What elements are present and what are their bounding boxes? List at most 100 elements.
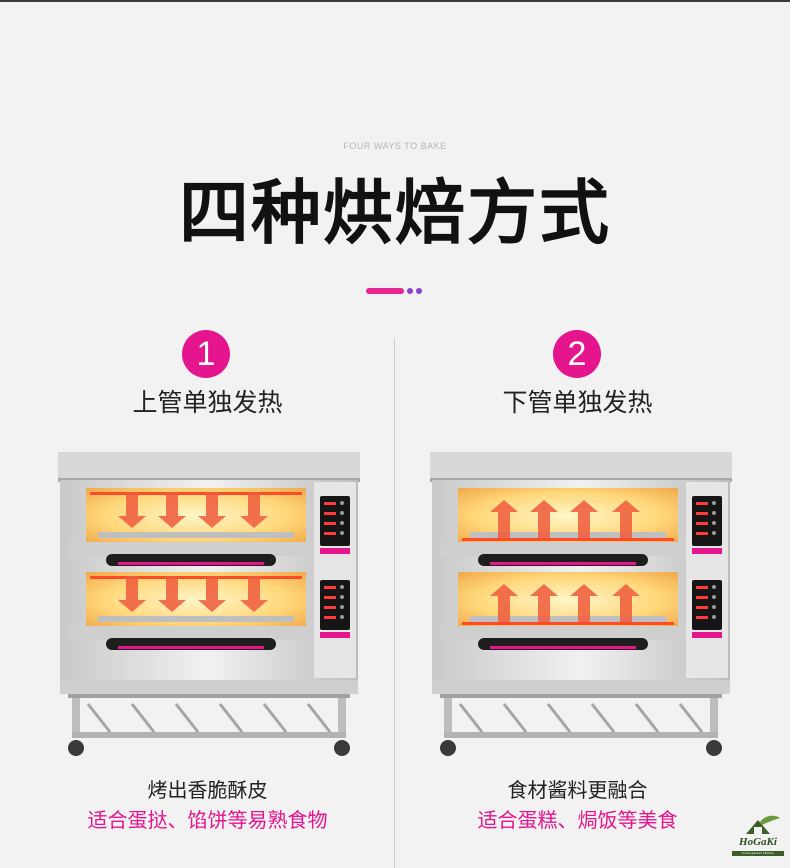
decoration-bar [366,288,404,294]
caster-wheel [68,740,84,756]
leaf-house-icon [746,815,780,834]
mode-benefit: 烤出香脆酥皮 [147,778,268,802]
heating-element [462,622,674,625]
heat-arrow [530,500,558,538]
door-handle-accent [490,562,636,565]
baking-tray [470,616,666,622]
logo-name: HoGaKi [739,836,777,848]
stand-rail [68,694,350,698]
heat-arrow [240,576,268,612]
control-button [712,521,716,525]
stand-slat [546,703,572,733]
oven-top [58,452,360,480]
caster-wheel [334,740,350,756]
display-digit [696,512,708,515]
panel-accent [692,632,722,638]
stand-leg [338,698,346,738]
control-button [712,511,716,515]
mode-usage: 适合蛋糕、焗饭等美食 [477,808,678,832]
control-button [712,585,716,589]
heat-arrow [570,584,598,622]
control-button [712,615,716,619]
display-digit [696,502,708,505]
heating-element [90,576,302,579]
stand-slat [86,703,112,733]
baking-tray [470,532,666,538]
stand-slat [634,703,660,733]
heat-arrow [118,576,146,612]
mode-benefit: 食材酱料更融合 [507,778,648,802]
baking-tray [98,532,294,538]
control-button [340,615,344,619]
heat-arrow [490,584,518,622]
panel-accent [692,548,722,554]
stand-shelf [444,732,718,738]
heating-element [462,538,674,541]
heat-arrow [240,492,268,528]
stand-shelf [72,732,346,738]
control-button [712,531,716,535]
heat-arrow [490,500,518,538]
control-button [712,501,716,505]
heat-arrow [530,584,558,622]
display-digit [696,606,708,609]
section-title: 四种烘焙方式 [179,172,611,254]
door-handle-accent [490,646,636,649]
door-handle-accent [118,646,264,649]
panel-accent [320,632,350,638]
stand-slat [678,703,704,733]
oven-base [60,680,358,694]
display-digit [324,596,336,599]
oven-base [432,680,730,694]
mode-heading: 上管单独发热 [132,388,283,417]
display-digit [324,502,336,505]
heat-arrow [118,492,146,528]
control-button [340,511,344,515]
stand-slat [502,703,528,733]
display-digit [696,586,708,589]
stand-slat [130,703,156,733]
mode-column-2: 2 下管单独发热 食材酱料更融合 适合蛋糕、焗饭等美食 [395,0,790,868]
display-digit [696,532,708,535]
heat-arrow [612,584,640,622]
control-button [712,605,716,609]
door-frame [68,542,314,556]
door-frame [440,626,686,640]
control-button [340,605,344,609]
display-digit [696,596,708,599]
display-digit [324,616,336,619]
heat-arrow [198,492,226,528]
caster-wheel [706,740,722,756]
display-digit [324,532,336,535]
stand-leg [444,698,452,738]
section-eyebrow: FOUR WAYS TO BAKE [343,141,447,151]
stand-rail [440,694,722,698]
brand-logo: HoGaKi home garden kitchen [730,812,786,860]
oven-top [430,452,732,480]
decoration-dot [416,288,422,294]
heating-element [90,492,302,495]
control-button [340,595,344,599]
stand-slat [218,703,244,733]
caster-wheel [440,740,456,756]
logo-tagline: home garden kitchen [732,851,784,856]
control-button [340,531,344,535]
display-digit [324,606,336,609]
stand-slat [590,703,616,733]
mode-number-badge: 1 [182,330,230,378]
heat-arrow [570,500,598,538]
oven-illustration-top-heat [58,452,360,756]
door-frame [68,626,314,640]
heat-arrow [158,492,186,528]
control-button [340,585,344,589]
decoration-dot [407,288,413,294]
panel-accent [320,548,350,554]
display-digit [324,512,336,515]
display-digit [324,586,336,589]
stand-leg [710,698,718,738]
mode-usage: 适合蛋挞、馅饼等易熟食物 [87,808,328,832]
door-frame [440,542,686,556]
display-digit [696,522,708,525]
mode-column-1: 1 上管单独发热 烤出香脆酥皮 适合蛋挞、馅饼等易熟食物 [58,330,360,832]
